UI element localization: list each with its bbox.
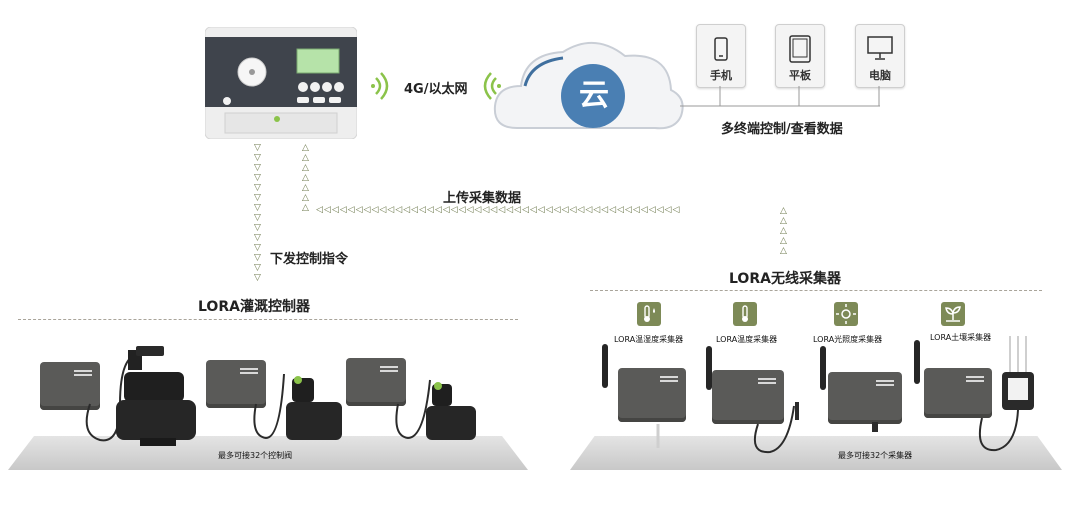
signal-waves-left-icon (371, 72, 389, 100)
down-arrows-arrow: ▽ (254, 263, 261, 273)
down-arrows-arrow: ▽ (254, 233, 261, 243)
lora-collector-3 (828, 372, 902, 424)
collectors-divider (590, 290, 1042, 291)
up-arrows-right-arrow: △ (780, 206, 787, 216)
monitor-icon (867, 36, 893, 60)
down-arrows-arrow: ▽ (254, 203, 261, 213)
lora-controller-1 (40, 362, 100, 410)
cloud-platform: 云 (487, 28, 687, 140)
upload-label: 上传采集数据 (443, 191, 522, 206)
device-phone: 手机 (696, 24, 746, 88)
collectors-title: LORA无线采集器 (729, 271, 841, 287)
up-arrows-right-arrow: △ (780, 236, 787, 246)
up-arrows-right-arrow: △ (780, 226, 787, 236)
main-controller (204, 26, 358, 140)
lora-collector-1 (618, 368, 686, 422)
down-arrows-arrow: ▽ (254, 183, 261, 193)
up-arrows-right-arrow: △ (780, 246, 787, 256)
upload-arrow-column-right: △△△△△ (780, 206, 790, 256)
signal-waves-right-icon (483, 72, 501, 100)
collectors-platform-caption: 最多可接32个采集器 (838, 451, 913, 460)
cloud-icon (493, 41, 684, 130)
down-arrows-arrow: ▽ (254, 223, 261, 233)
controller-illustration (204, 26, 358, 140)
irrigation-platform-caption: 最多可接32个控制阀 (218, 451, 293, 460)
phone-icon (714, 37, 728, 61)
up-arrows-left-arrow: △ (302, 183, 309, 193)
down-arrows-arrow: ▽ (254, 173, 261, 183)
collectors-accessories-illustration (602, 336, 1034, 454)
sprout-icon (945, 306, 961, 322)
lora-controller-2 (206, 360, 266, 408)
sensor-3-label: LORA光照度采集器 (813, 335, 883, 344)
lora-collector-2 (712, 370, 784, 424)
down-arrows-arrow: ▽ (254, 243, 261, 253)
terminal-caption: 多终端控制/查看数据 (721, 122, 843, 137)
irrigation-divider (18, 319, 518, 320)
sun-icon (836, 304, 856, 324)
lora-controller-3 (346, 358, 406, 406)
terminal-connector-lines (680, 86, 880, 107)
sensor-2-icon-box (733, 302, 757, 326)
irrigation-title: LORA灌溉控制器 (198, 299, 310, 315)
device-tablet-label: 平板 (789, 69, 811, 82)
sensor-4-icon-box (941, 302, 965, 326)
sensor-1-label: LORA温湿度采集器 (614, 335, 684, 344)
cloud-character: 云 (579, 78, 609, 113)
sensor-4-label: LORA土壤采集器 (930, 333, 992, 342)
up-arrows-left-arrow: △ (302, 203, 309, 213)
up-arrows-left-arrow: △ (302, 193, 309, 203)
sensor-2-label: LORA温度采集器 (716, 335, 778, 344)
device-computer: 电脑 (855, 24, 905, 88)
upload-arrow-row: ◁◁◁◁◁◁◁◁◁◁◁◁◁◁◁◁◁◁◁◁◁◁◁◁◁◁◁◁◁◁◁◁◁◁◁◁◁◁◁◁… (316, 205, 681, 215)
thermometer-drop-icon (644, 305, 655, 322)
sensor-1-icon-box (637, 302, 661, 326)
down-arrows-arrow: ▽ (254, 273, 261, 283)
device-computer-label: 电脑 (869, 69, 891, 82)
sensor-3-icon-box (834, 302, 858, 326)
thermometer-icon (742, 305, 748, 322)
connection-label: 4G/以太网 (404, 82, 468, 97)
valves-illustration (85, 346, 476, 446)
down-arrows-arrow: ▽ (254, 163, 261, 173)
down-arrows-arrow: ▽ (254, 193, 261, 203)
up-arrows-right-arrow: △ (780, 216, 787, 226)
download-label: 下发控制指令 (270, 252, 349, 267)
down-arrows-arrow: ▽ (254, 213, 261, 223)
device-tablet: 平板 (775, 24, 825, 88)
up-arrows-left-arrow: △ (302, 153, 309, 163)
down-arrows-arrow: ▽ (254, 153, 261, 163)
up-arrows-left-arrow: △ (302, 163, 309, 173)
download-arrow-column: ▽▽▽▽▽▽▽▽▽▽▽▽▽▽ (254, 143, 264, 283)
up-arrows-left-arrow: △ (302, 143, 309, 153)
down-arrows-arrow: ▽ (254, 253, 261, 263)
lora-collector-4 (924, 368, 992, 418)
irrigation-platform (8, 436, 528, 470)
upload-arrow-column-left: △△△△△△△ (302, 143, 312, 213)
down-arrows-arrow: ▽ (254, 143, 261, 153)
tablet-icon (789, 35, 811, 63)
device-phone-label: 手机 (710, 69, 732, 82)
up-arrows-left-arrow: △ (302, 173, 309, 183)
